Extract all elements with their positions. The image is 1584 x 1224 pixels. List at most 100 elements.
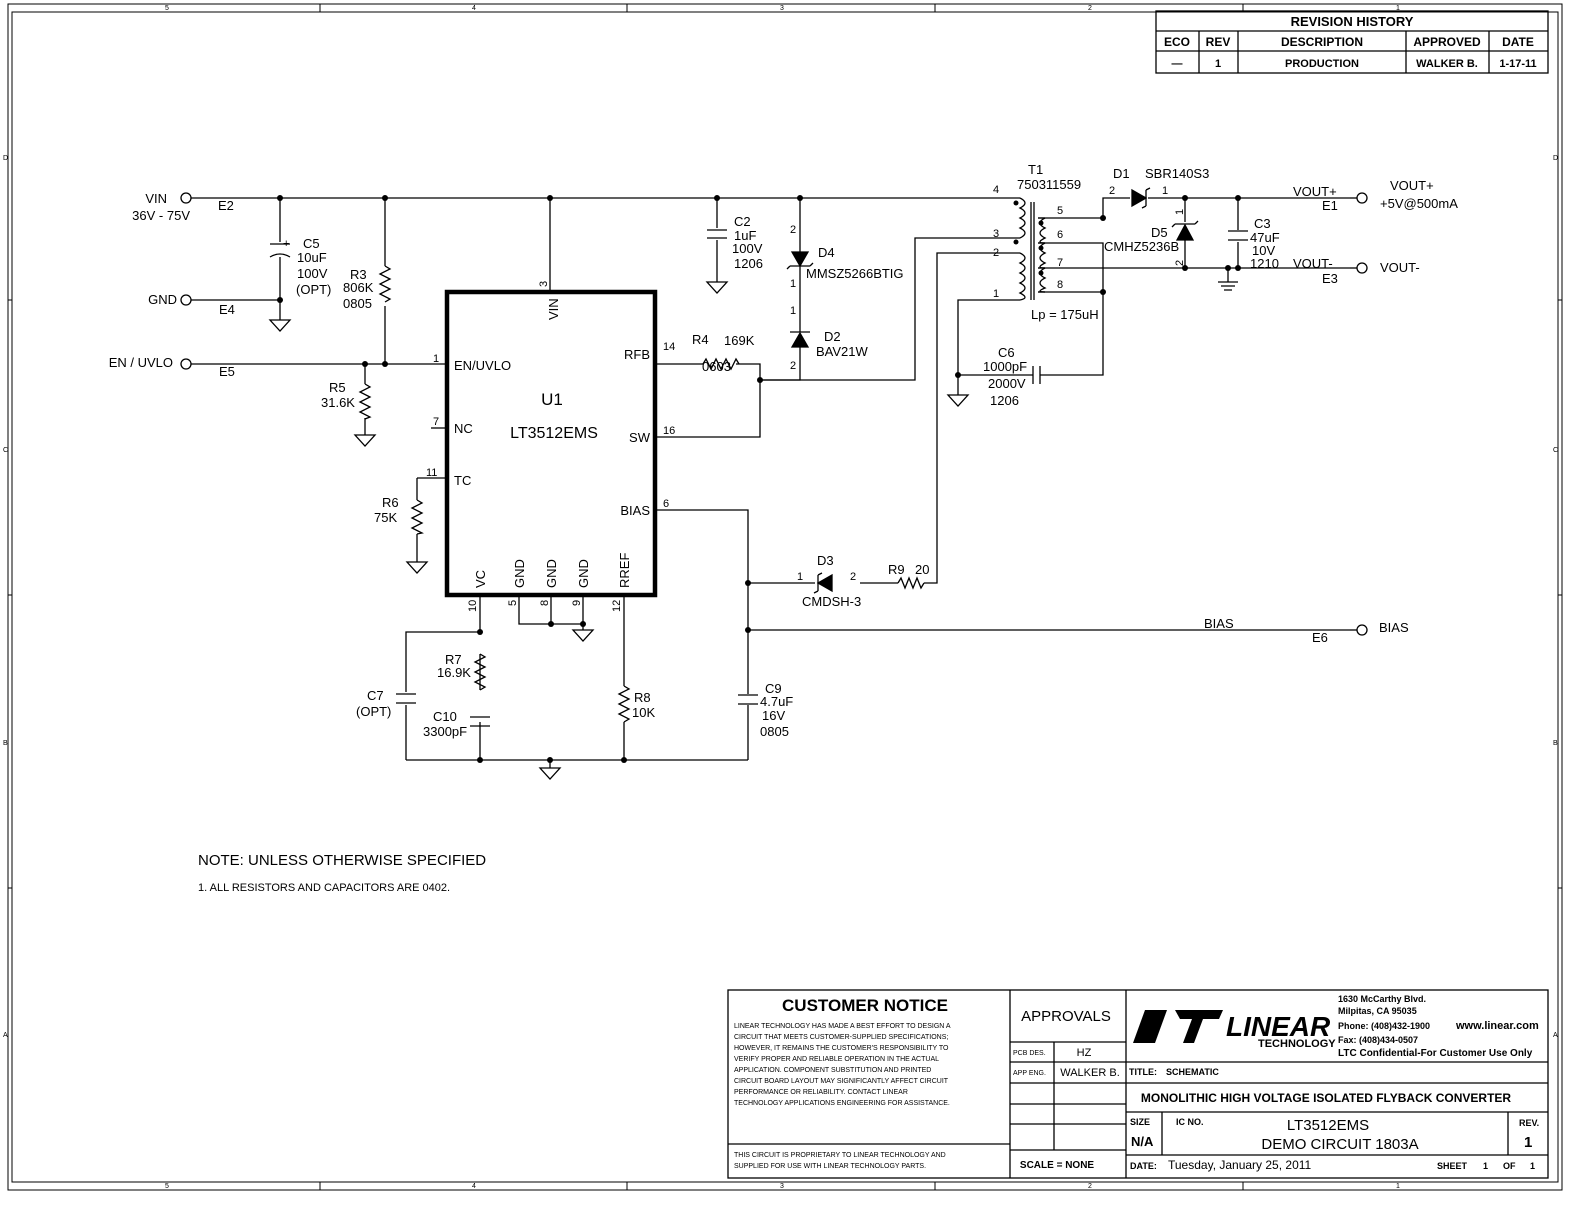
u1-pin-vin-num: 3 — [538, 281, 550, 287]
e3-label: E3 — [1322, 271, 1338, 286]
date-label: DATE: — [1130, 1161, 1157, 1171]
zone-label: 1 — [1396, 5, 1400, 12]
ground-icon — [946, 394, 970, 407]
customer-notice-line: APPLICATION. COMPONENT SUBSTITUTION AND … — [734, 1067, 931, 1074]
rev-cell-date: 1-17-11 — [1499, 58, 1536, 70]
linear-logo: LINEAR TECHNOLOGY — [1133, 1010, 1336, 1050]
ground-icon — [353, 434, 377, 447]
rev-header-approved: APPROVED — [1413, 35, 1481, 49]
e1-label: E1 — [1322, 198, 1338, 213]
c2-ref: C2 — [734, 214, 751, 229]
junction-dots — [277, 195, 1241, 763]
rev-cell-rev: 1 — [1215, 58, 1221, 70]
d4-pin-num: 1 — [790, 278, 796, 290]
r5-value: 31.6K — [321, 395, 355, 410]
size-label: SIZE — [1130, 1117, 1150, 1127]
t1-pin-num: 8 — [1057, 279, 1063, 291]
ground-symbols — [268, 281, 1238, 780]
proprietary-line: SUPPLIED FOR USE WITH LINEAR TECHNOLOGY … — [734, 1163, 926, 1170]
d1-pin-num: 2 — [1109, 185, 1115, 197]
en-terminal — [180, 358, 192, 370]
u1-pin-rfb: RFB — [624, 347, 650, 362]
d1-part: SBR140S3 — [1145, 166, 1209, 181]
customer-notice-line: HOWEVER, IT REMAINS THE CUSTOMER'S RESPO… — [734, 1045, 949, 1052]
vout-minus-port-label: VOUT- — [1380, 260, 1420, 275]
c9-ref: C9 — [765, 681, 782, 696]
resistor-r8 — [617, 685, 631, 723]
ground-icon — [268, 319, 292, 332]
title-block: CUSTOMER NOTICE LINEAR TECHNOLOGY HAS MA… — [727, 989, 1549, 1179]
d5-pin-num: 1 — [1174, 209, 1186, 215]
r8-ref: R8 — [634, 690, 651, 705]
zone-label: A — [1553, 1032, 1558, 1039]
vout-plus-spec: +5V@500mA — [1380, 196, 1458, 211]
e6-label: E6 — [1312, 630, 1328, 645]
d3-part: CMDSH-3 — [802, 594, 861, 609]
schottky-diode-d3 — [813, 572, 833, 594]
app-eng-label: APP ENG. — [1013, 1070, 1046, 1077]
vin-port-label: VIN — [145, 191, 167, 206]
zone-label: 5 — [165, 5, 169, 12]
diode-d2 — [790, 331, 810, 348]
t1-inductance: Lp = 175uH — [1031, 307, 1099, 322]
t1-pin-num: 7 — [1057, 257, 1063, 269]
u1-pin-gnd-1: GND — [512, 559, 527, 588]
d5-pin-num: 2 — [1174, 260, 1186, 266]
u1-pin-gnd-3: GND — [576, 559, 591, 588]
scale-label: SCALE = NONE — [1020, 1160, 1095, 1171]
fax-line: Fax: (408)434-0507 — [1338, 1035, 1418, 1045]
rev-header-description: DESCRIPTION — [1281, 35, 1363, 49]
customer-notice-line: CIRCUIT BOARD LAYOUT MAY SIGNIFICANTLY A… — [734, 1078, 949, 1085]
c9-value: 4.7uF — [760, 694, 793, 709]
ground-icon — [705, 281, 729, 294]
zone-label: C — [3, 447, 8, 454]
zone-label: 2 — [1088, 5, 1092, 12]
of-label: OF — [1503, 1161, 1516, 1171]
title-value: SCHEMATIC — [1166, 1067, 1219, 1077]
zone-label: 4 — [472, 5, 476, 12]
confidential-line: LTC Confidential-For Customer Use Only — [1338, 1048, 1533, 1059]
input-ports: VIN 36V - 75V E2 GND E4 EN / UVLO E5 — [109, 191, 235, 379]
c9-voltage: 16V — [762, 708, 785, 723]
drawing-border: 5 4 3 2 1 5 4 3 2 1 D C B A D C B A — [3, 3, 1563, 1191]
linear-logo-text: LINEAR — [1226, 1011, 1331, 1042]
rev-cell-description: PRODUCTION — [1285, 58, 1359, 70]
d3-ref: D3 — [817, 553, 834, 568]
t1-pin-num: 3 — [993, 228, 999, 240]
r6-ref: R6 — [382, 495, 399, 510]
diodes — [786, 187, 1199, 594]
component-labels: C5 10uF 100V (OPT) R3 806K 0805 R5 31.6K… — [296, 162, 1280, 739]
resistor-r7 — [473, 653, 487, 691]
vout-plus-net-label: VOUT+ — [1293, 184, 1337, 199]
resistor-r6 — [410, 499, 424, 535]
zener-diode-d4 — [786, 251, 814, 270]
vin-terminal — [180, 192, 192, 204]
d4-pin-num: 2 — [790, 224, 796, 236]
capacitor-c2 — [707, 229, 727, 239]
customer-notice-line: VERIFY PROPER AND RELIABLE OPERATION IN … — [734, 1056, 939, 1063]
website: www.linear.com — [1455, 1020, 1539, 1032]
e2-label: E2 — [218, 198, 234, 213]
proprietary-line: THIS CIRCUIT IS PROPRIETARY TO LINEAR TE… — [734, 1152, 946, 1159]
en-port-label: EN / UVLO — [109, 355, 173, 370]
ground-icon — [1218, 281, 1238, 291]
vin-range-label: 36V - 75V — [132, 208, 190, 223]
ground-icon — [571, 629, 595, 642]
sheet-label: SHEET — [1437, 1161, 1468, 1171]
customer-notice-line: CIRCUIT THAT MEETS CUSTOMER-SUPPLIED SPE… — [734, 1034, 948, 1041]
zone-label: D — [3, 155, 8, 162]
r3-ref: R3 — [350, 267, 367, 282]
capacitor-c5: + — [269, 238, 291, 258]
d1-ref: D1 — [1113, 166, 1130, 181]
r4-ref: R4 — [692, 332, 709, 347]
c5-voltage: 100V — [297, 266, 328, 281]
t1-pin-num: 2 — [993, 247, 999, 259]
d1-pin-num: 1 — [1162, 185, 1168, 197]
phone-line: Phone: (408)432-1900 — [1338, 1021, 1430, 1031]
c6-package: 1206 — [990, 393, 1019, 408]
zone-label: B — [3, 740, 8, 747]
r5-ref: R5 — [329, 380, 346, 395]
address-line: 1630 McCarthy Blvd. — [1338, 994, 1426, 1004]
u1-part: LT3512EMS — [510, 425, 598, 442]
u1-pin-en-num: 1 — [433, 353, 439, 365]
